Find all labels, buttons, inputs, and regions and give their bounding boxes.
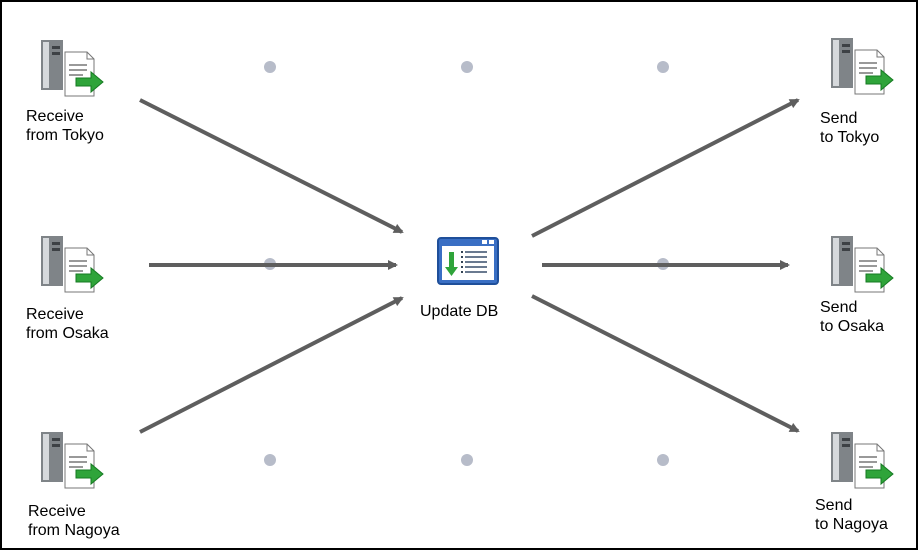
node-send-tokyo[interactable]: Send to Tokyo bbox=[820, 36, 916, 156]
edge-receive-nagoya-to-update-db[interactable] bbox=[139, 296, 404, 434]
node-label: Update DB bbox=[420, 303, 499, 320]
grid-dot bbox=[264, 454, 276, 466]
grid-dot bbox=[461, 61, 473, 73]
node-receive-nagoya[interactable]: Receive from Nagoya bbox=[28, 430, 148, 540]
node-send-osaka[interactable]: Send to Osaka bbox=[820, 234, 916, 354]
edge-receive-tokyo-to-update-db[interactable] bbox=[139, 98, 404, 234]
node-label: Receive from Tokyo bbox=[26, 108, 104, 144]
server-document-send-icon bbox=[41, 40, 104, 97]
grid-dot bbox=[657, 61, 669, 73]
grid-dot bbox=[461, 454, 473, 466]
node-label: Send to Tokyo bbox=[820, 110, 880, 146]
server-document-send-icon bbox=[831, 236, 894, 293]
node-update-db[interactable]: Update DB bbox=[412, 236, 532, 326]
node-label: Receive from Osaka bbox=[26, 306, 109, 342]
node-label: Send to Nagoya bbox=[815, 497, 888, 533]
server-document-send-icon bbox=[41, 432, 104, 489]
node-receive-tokyo[interactable]: Receive from Tokyo bbox=[26, 38, 148, 148]
grid-dot bbox=[657, 454, 669, 466]
node-receive-osaka[interactable]: Receive from Osaka bbox=[26, 234, 148, 344]
database-update-window-icon bbox=[437, 237, 499, 285]
node-label: Receive from Nagoya bbox=[28, 503, 120, 539]
server-document-send-icon bbox=[831, 432, 894, 489]
grid-dot bbox=[264, 61, 276, 73]
node-label: Send to Osaka bbox=[820, 299, 885, 335]
server-document-send-icon bbox=[41, 236, 104, 293]
node-send-nagoya[interactable]: Send to Nagoya bbox=[815, 430, 916, 548]
server-document-send-icon bbox=[831, 38, 894, 95]
edge-update-db-to-send-tokyo[interactable] bbox=[531, 98, 800, 238]
edge-update-db-to-send-nagoya[interactable] bbox=[531, 294, 800, 433]
